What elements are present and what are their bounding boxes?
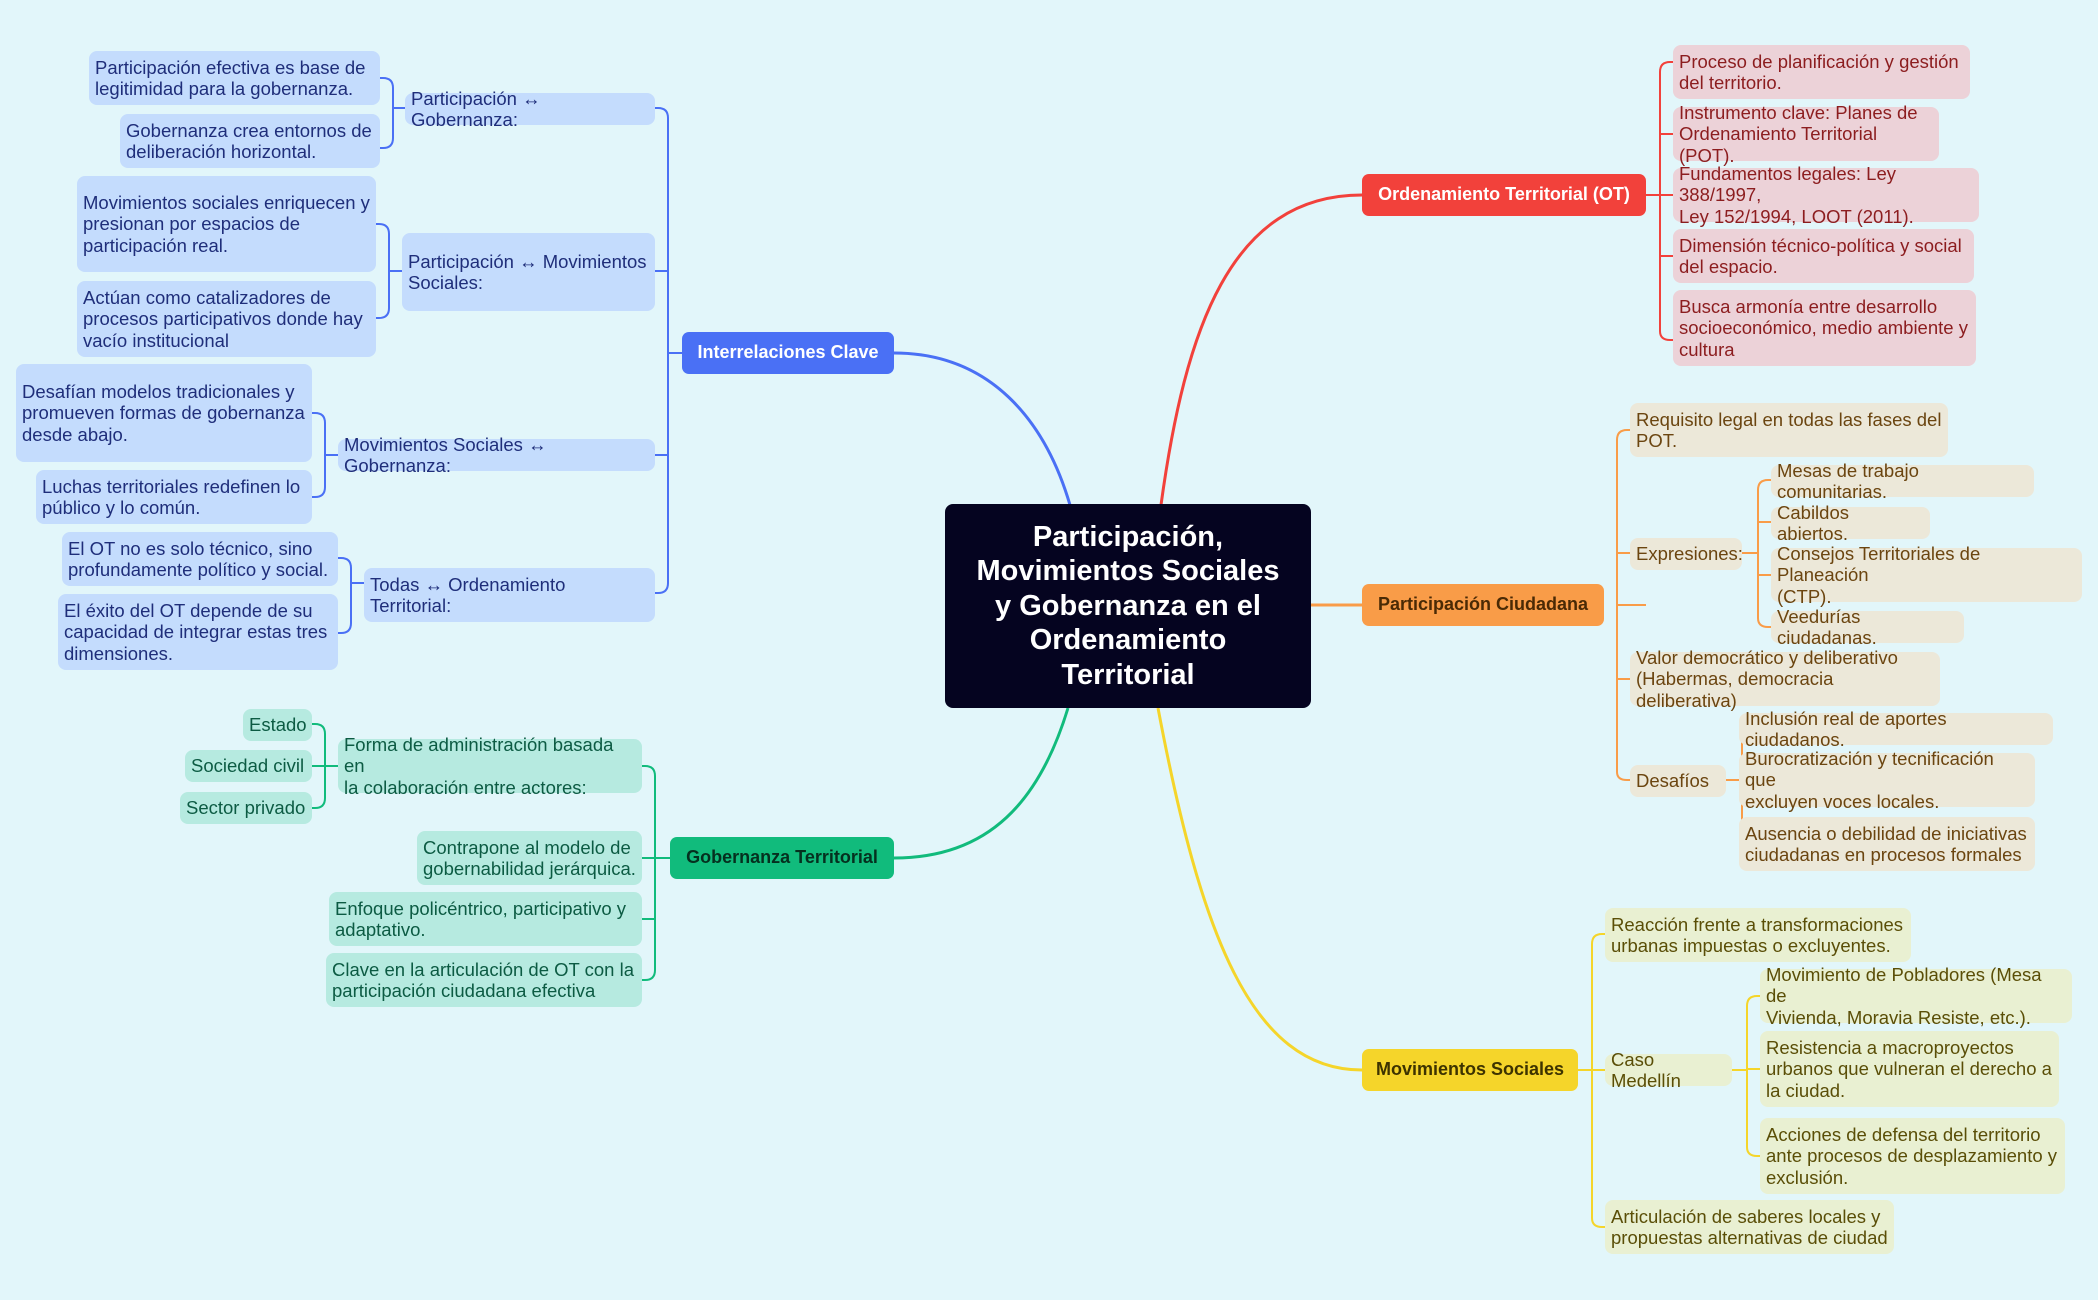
actor-item[interactable]: Estado [243, 709, 312, 741]
expresion-item[interactable]: Mesas de trabajo comunitarias. [1771, 460, 2034, 502]
interrelacion-item[interactable]: Movimientos sociales enriquecen y presio… [77, 176, 376, 272]
interrelacion-item[interactable]: El éxito del OT depende de su capacidad … [58, 594, 338, 670]
ordenamiento-item[interactable]: Fundamentos legales: Ley 388/1997, Ley 1… [1673, 163, 1979, 227]
interrelacion-group[interactable]: Movimientos Sociales ↔ Gobernanza: [338, 434, 655, 476]
caso-item[interactable]: Acciones de defensa del territorio ante … [1760, 1118, 2065, 1194]
interrelacion-group[interactable]: Todas ↔ Ordenamiento Territorial: [364, 568, 655, 622]
participacion-expresiones[interactable]: Expresiones: [1630, 538, 1743, 570]
ordenamiento-item[interactable]: Proceso de planificación y gestión del t… [1673, 45, 1970, 99]
interrelacion-item[interactable]: Actúan como catalizadores de procesos pa… [77, 281, 376, 357]
movimientos-reaccion[interactable]: Reacción frente a transformaciones urban… [1605, 908, 1911, 962]
link-root-movimientos [1156, 707, 1363, 1072]
ordenamiento-item[interactable]: Busca armonía entre desarrollo socioecon… [1673, 290, 1976, 366]
gobernanza-forma[interactable]: Forma de administración basada en la col… [338, 734, 642, 798]
gobernanza-item[interactable]: Contrapone al modelo de gobernabilidad j… [417, 831, 642, 885]
participacion-desafios[interactable]: Desafíos [1630, 765, 1726, 797]
interrelacion-item[interactable]: El OT no es solo técnico, sino profundam… [62, 532, 338, 586]
branch-movimientos[interactable]: Movimientos Sociales [1362, 1049, 1578, 1091]
gobernanza-leaf-links [312, 723, 670, 981]
interrelacion-item[interactable]: Participación efectiva es base de legiti… [89, 51, 380, 105]
desafio-item[interactable]: Burocratización y tecnificación que excl… [1739, 748, 2035, 812]
actor-item[interactable]: Sector privado [180, 792, 312, 824]
interrelacion-group[interactable]: Participación ↔ Gobernanza: [405, 88, 655, 130]
interrelacion-item[interactable]: Luchas territoriales redefinen lo públic… [36, 470, 312, 524]
ordenamiento-leaf-links [1646, 61, 1673, 341]
expresion-item[interactable]: Veedurías ciudadanas. [1771, 606, 1964, 648]
gobernanza-item[interactable]: Enfoque policéntrico, participativo y ad… [329, 892, 642, 946]
participacion-valor[interactable]: Valor democrático y deliberativo (Haberm… [1630, 647, 1940, 711]
link-root-interrelaciones [893, 351, 1072, 506]
gobernanza-item[interactable]: Clave en la articulación de OT con la pa… [326, 953, 642, 1007]
desafio-item[interactable]: Ausencia o debilidad de iniciativas ciud… [1739, 817, 2035, 871]
ordenamiento-item[interactable]: Dimensión técnico-política y social del … [1673, 229, 1974, 283]
desafio-item[interactable]: Inclusión real de aportes ciudadanos. [1739, 708, 2053, 750]
branch-participacion[interactable]: Participación Ciudadana [1362, 584, 1604, 626]
interrelacion-item[interactable]: Desafían modelos tradicionales y promuev… [16, 364, 312, 462]
interrelaciones-leaf-links [312, 77, 682, 634]
expresion-item[interactable]: Consejos Territoriales de Planeación (CT… [1771, 543, 2082, 607]
interrelacion-group[interactable]: Participación ↔ Movimientos Sociales: [402, 233, 655, 311]
actor-item[interactable]: Sociedad civil [185, 750, 312, 782]
movimientos-articulacion[interactable]: Articulación de saberes locales y propue… [1605, 1200, 1894, 1254]
branch-gobernanza[interactable]: Gobernanza Territorial [670, 837, 894, 879]
caso-item[interactable]: Resistencia a macroproyectos urbanos que… [1760, 1031, 2059, 1107]
caso-item[interactable]: Movimiento de Pobladores (Mesa de Vivien… [1760, 964, 2072, 1028]
ordenamiento-item[interactable]: Instrumento clave: Planes de Ordenamient… [1673, 102, 1939, 166]
movimientos-caso[interactable]: Caso Medellín [1605, 1049, 1732, 1091]
interrelacion-item[interactable]: Gobernanza crea entornos de deliberación… [120, 114, 380, 168]
movimientos-leaf-links [1578, 933, 1760, 1228]
branch-interrelaciones[interactable]: Interrelaciones Clave [682, 332, 894, 374]
link-root-gobernanza [893, 707, 1070, 860]
expresion-item[interactable]: Cabildos abiertos. [1771, 502, 1930, 544]
participacion-requisito[interactable]: Requisito legal en todas las fases del P… [1630, 403, 1948, 457]
link-root-ordenamiento [1159, 193, 1363, 506]
branch-ordenamiento[interactable]: Ordenamiento Territorial (OT) [1362, 174, 1646, 216]
central-topic[interactable]: Participación, Movimientos Sociales y Go… [945, 504, 1311, 708]
